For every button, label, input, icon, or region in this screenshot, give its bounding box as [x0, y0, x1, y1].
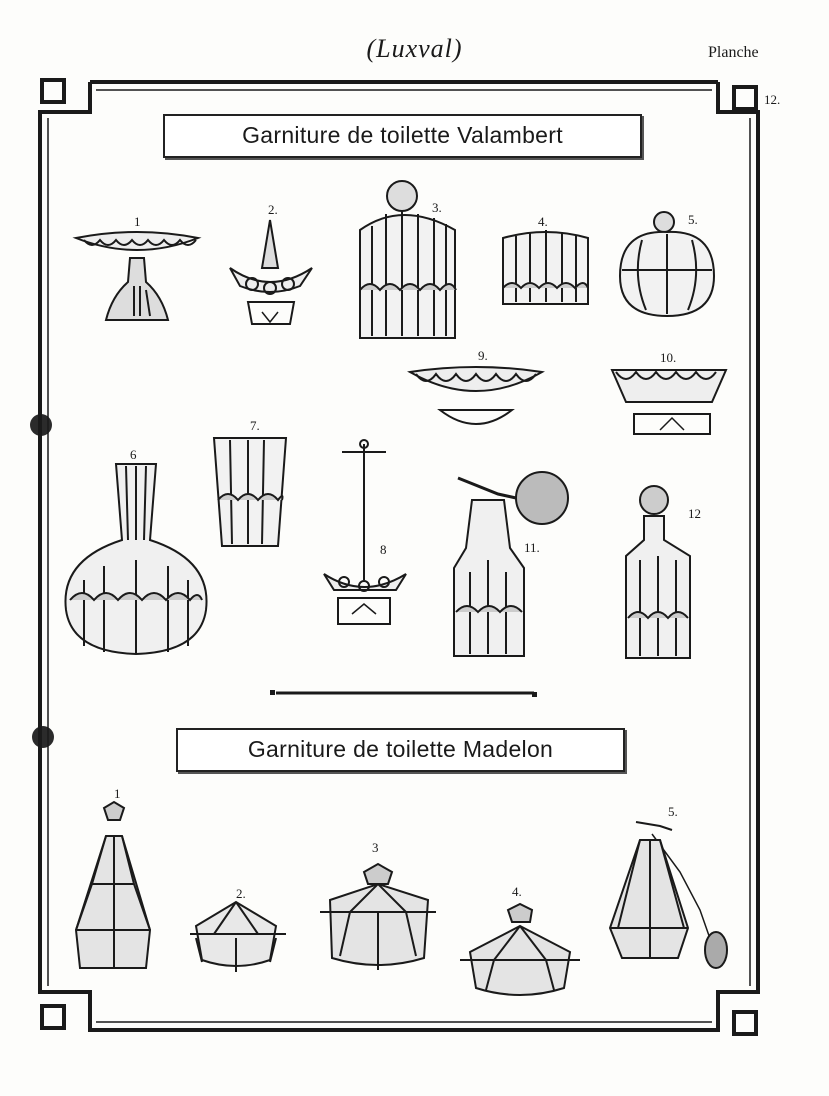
valambert-tumbler: [212, 437, 288, 547]
valambert-small-bowl: [610, 369, 728, 435]
section-title-valambert: Garniture de toilette Valambert: [163, 114, 642, 158]
item-number: 2.: [268, 202, 278, 217]
item-number: 5.: [668, 804, 678, 819]
page-number: 12.: [764, 92, 781, 107]
item-number: 5.: [688, 212, 698, 227]
item-number: 9.: [478, 348, 488, 363]
madelon-decanter: [74, 800, 152, 969]
valambert-ring-stand: [323, 439, 407, 625]
corner-square-tr: [732, 85, 758, 111]
item-number: 11.: [524, 540, 540, 555]
corner-square-bl: [40, 1004, 66, 1030]
item-number: 3.: [432, 200, 442, 215]
item-number: 1: [134, 214, 141, 229]
item-number: 3: [372, 840, 379, 855]
valambert-tazza: [72, 231, 202, 321]
valambert-bottle: [625, 485, 691, 659]
valambert-carafe: [64, 463, 208, 656]
item-number: 4.: [538, 214, 548, 229]
valambert-large-box: [359, 180, 457, 339]
valambert-round-jar: [618, 211, 716, 318]
planche-label: Planche: [708, 44, 759, 61]
item-number: 1: [114, 786, 121, 801]
valambert-atomizer: [453, 471, 569, 657]
catalog-title: (Luxval): [366, 34, 463, 63]
valambert-small-box: [502, 230, 589, 305]
item-number: 12: [688, 506, 701, 521]
madelon-covered-jar: [320, 862, 436, 970]
item-number: 7.: [250, 418, 260, 433]
item-number: 4.: [512, 884, 522, 899]
section-title-madelon: Garniture de toilette Madelon: [176, 728, 625, 772]
corner-square-br: [732, 1010, 758, 1036]
section-divider: [270, 690, 537, 697]
madelon-atomizer: [608, 821, 728, 969]
item-number: 2.: [236, 886, 246, 901]
valambert-ring-tree: [229, 219, 313, 325]
item-number: 6: [130, 447, 137, 462]
corner-square-tl: [40, 78, 66, 104]
item-number: 10.: [660, 350, 677, 365]
madelon-small-box: [460, 902, 580, 996]
madelon-powder-box: [190, 900, 286, 972]
frame-border: [38, 80, 760, 1032]
item-number: 8: [380, 542, 387, 557]
valambert-bowl: [407, 366, 545, 425]
